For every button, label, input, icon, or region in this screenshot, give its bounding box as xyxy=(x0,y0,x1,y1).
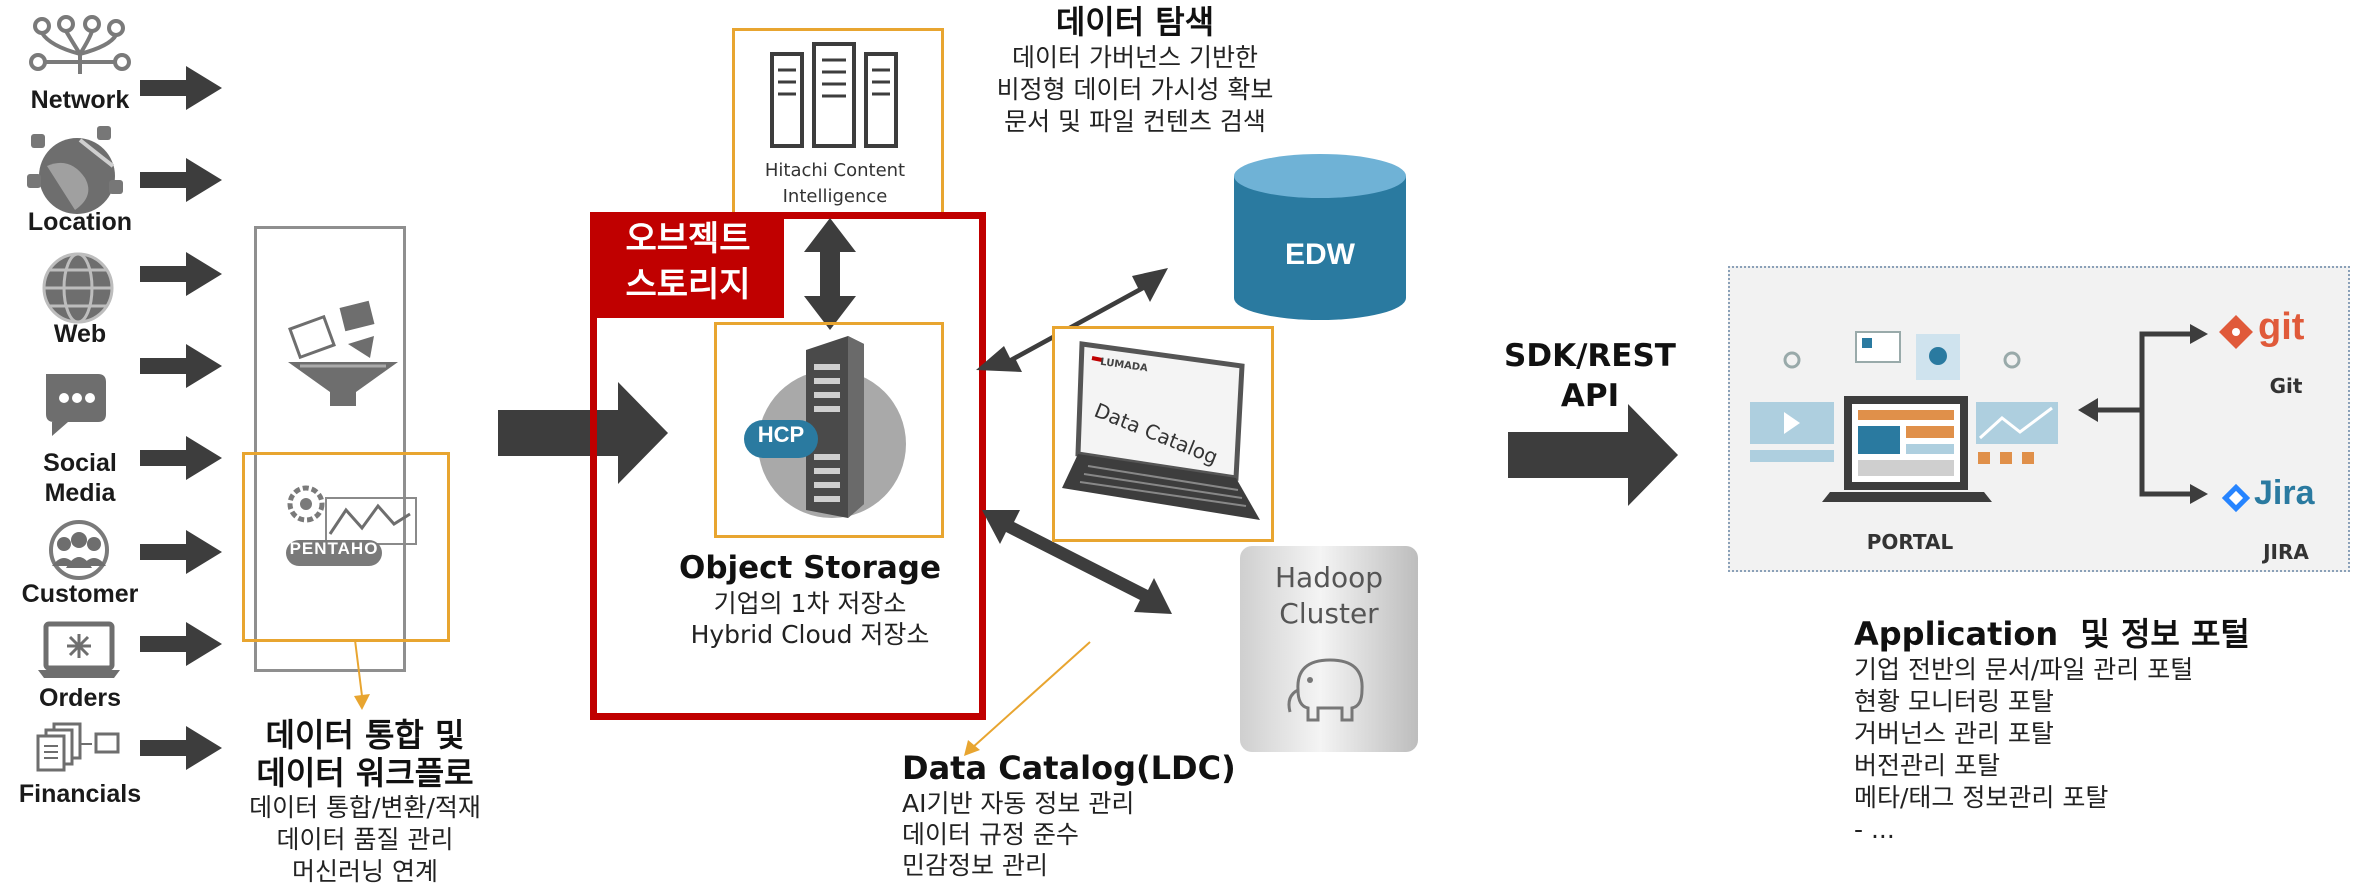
source-arrow xyxy=(140,344,222,388)
hadoop-label: Hadoop Cluster xyxy=(1240,560,1418,632)
portal-label: PORTAL xyxy=(1866,530,1954,554)
globe-location-icon xyxy=(27,126,123,214)
source-arrows xyxy=(140,66,222,770)
integration-title-line1: 데이터 통합 및 xyxy=(265,716,465,754)
portal-caption-lines: 기업 전반의 문서/파일 관리 포털 현황 모니터링 포탈 거버넌스 관리 포탈… xyxy=(1854,654,2334,846)
search-line: 데이터 가버넌스 기반한 xyxy=(1012,43,1258,72)
integration-frame xyxy=(254,226,406,672)
portal-line: 현황 모니터링 포탈 xyxy=(1854,687,2054,716)
integration-caption: 데이터 통합 및 데이터 워크플로 데이터 통합/변환/적재 데이터 품질 관리… xyxy=(200,716,530,888)
source-label-customer: Customer xyxy=(21,580,139,608)
source-label-orders: Orders xyxy=(39,684,121,712)
hadoop-label-line2: Cluster xyxy=(1279,597,1379,630)
jira-logo-text: Jira xyxy=(2254,474,2315,512)
source-arrow xyxy=(140,726,222,770)
arrow-hcp-hadoop xyxy=(982,510,1172,614)
hci-label-line2: Intelligence xyxy=(782,186,888,207)
portal-branch-arrows xyxy=(2078,324,2208,504)
api-label: SDK/REST API xyxy=(1490,336,1690,416)
search-line: 비정형 데이터 가시성 확보 xyxy=(996,75,1274,104)
source-arrow xyxy=(140,158,222,202)
flow-arrow-to-storage xyxy=(498,382,668,484)
api-label-line2: API xyxy=(1560,378,1620,414)
hadoop-cluster-box xyxy=(1240,546,1418,752)
edw-database-icon xyxy=(1234,154,1406,320)
source-arrow xyxy=(140,252,222,296)
hadoop-elephant-icon xyxy=(1287,658,1364,722)
arrow-hcp-edw xyxy=(976,268,1168,372)
laptop-cart-icon xyxy=(38,621,120,678)
jira-caption: JIRA xyxy=(2263,540,2309,564)
data-catalog-title: Data Catalog(LDC) xyxy=(902,749,1236,787)
search-line: 문서 및 파일 컨텐츠 검색 xyxy=(1004,107,1266,136)
source-label-location: Location xyxy=(27,208,133,236)
object-storage-line: 기업의 1차 저장소 xyxy=(713,589,907,618)
hadoop-label-line1: Hadoop xyxy=(1274,561,1384,594)
source-label-network: Network xyxy=(30,86,130,114)
hci-label: Hitachi Content Intelligence xyxy=(735,158,935,210)
portal-line: 메타/태그 정보관리 포탈 xyxy=(1854,783,2109,812)
integration-line: 데이터 품질 관리 xyxy=(276,825,454,854)
git-icon xyxy=(2219,315,2253,349)
server-rack-icon xyxy=(770,42,898,148)
funnel-data-icon xyxy=(288,300,398,406)
object-storage-line: Hybrid Cloud 저장소 xyxy=(690,620,930,649)
object-storage-badge-text: 오브젝트 스토리지 xyxy=(592,216,784,308)
source-label-financials: Financials xyxy=(18,780,142,808)
pentaho-highlight-box xyxy=(242,452,450,642)
object-storage-badge xyxy=(592,214,784,318)
documents-icon xyxy=(36,722,120,772)
source-arrow xyxy=(140,530,222,574)
search-caption: 데이터 탐색 데이터 가버넌스 기반한 비정형 데이터 가시성 확보 문서 및 … xyxy=(920,2,1350,138)
data-catalog-line: 데이터 규정 준수 xyxy=(902,820,1079,849)
badge-line2: 스토리지 xyxy=(625,265,751,305)
web-globe-icon xyxy=(42,252,114,324)
flow-arrow-to-portal xyxy=(1508,404,1678,506)
hcp-highlight-box xyxy=(714,322,944,538)
badge-line1: 오브젝트 xyxy=(625,219,751,259)
git-caption: Git xyxy=(2269,374,2303,398)
object-storage-title: Object Storage xyxy=(678,550,942,586)
portal-line: 기업 전반의 문서/파일 관리 포털 xyxy=(1854,655,2194,684)
jira-icon xyxy=(2221,483,2251,513)
arrow-hci-hcp xyxy=(804,218,856,330)
portal-title: Application 및 정보 포털 xyxy=(1854,615,2250,653)
hci-label-line1: Hitachi Content xyxy=(764,160,906,181)
source-label-web: Web xyxy=(53,320,107,348)
source-arrow xyxy=(140,436,222,480)
source-arrow xyxy=(140,622,222,666)
edw-label: EDW xyxy=(1285,238,1355,271)
portal-line: - ... xyxy=(1854,815,1895,844)
git-logo-text: git xyxy=(2258,306,2305,348)
portal-line: 버전관리 포탈 xyxy=(1854,751,2000,780)
integration-line: 데이터 통합/변환/적재 xyxy=(249,793,481,822)
portal-illustration xyxy=(1750,331,2058,502)
network-icon xyxy=(29,15,131,74)
data-catalog-line: AI기반 자동 정보 관리 xyxy=(902,789,1135,818)
hcp-logo-text: HCP xyxy=(757,422,805,447)
object-storage-caption: Object Storage 기업의 1차 저장소 Hybrid Cloud 저… xyxy=(660,548,960,650)
integration-line: 머신러닝 연계 xyxy=(292,857,438,886)
chat-bubble-icon xyxy=(46,374,106,436)
data-catalog-caption: Data Catalog(LDC) AI기반 자동 정보 관리 데이터 규정 준… xyxy=(902,748,1262,881)
search-title: 데이터 탐색 xyxy=(1055,3,1215,41)
object-storage-frame xyxy=(590,212,986,720)
people-group-icon xyxy=(49,520,109,580)
api-label-line1: SDK/REST xyxy=(1504,338,1676,374)
source-arrow xyxy=(140,66,222,110)
laptop-catalog-icon xyxy=(1062,341,1260,520)
integration-title-line2: 데이터 워크플로 xyxy=(256,754,474,792)
pentaho-logo-text: PENTAHO xyxy=(289,539,379,558)
source-label-social-media: Social Media xyxy=(43,449,117,507)
hcp-server-icon xyxy=(744,336,906,518)
pentaho-gear-chart-icon xyxy=(286,485,417,566)
portal-line: 거버넌스 관리 포탈 xyxy=(1854,719,2054,748)
data-catalog-line: 민감정보 관리 xyxy=(902,851,1048,880)
